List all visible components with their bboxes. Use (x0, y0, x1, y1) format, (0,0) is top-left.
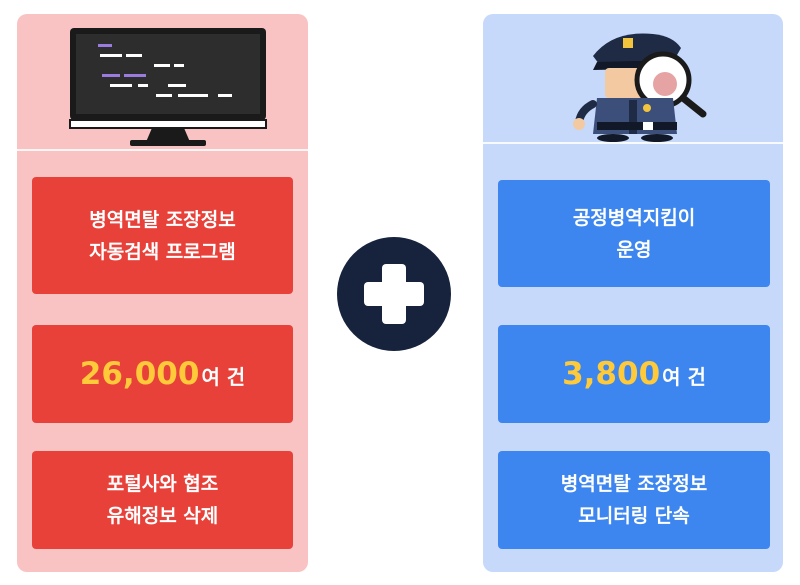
right-count-suffix: 여 건 (662, 364, 706, 389)
right-box1-line2: 운영 (616, 238, 652, 261)
right-count-number: 3,800 (562, 355, 661, 392)
left-box-count: 26,000 여 건 (32, 325, 293, 423)
left-box-auto-search: 병역면탈 조장정보 자동검색 프로그램 (32, 177, 293, 294)
right-panel: 공정병역지킴이 운영 3,800 여 건 병역면탈 조장정보 모니터링 단속 (483, 14, 783, 572)
left-panel: 병역면탈 조장정보 자동검색 프로그램 26,000 여 건 포털사와 협조 유… (17, 14, 308, 572)
right-box-guardian: 공정병역지킴이 운영 (498, 180, 770, 287)
left-box1-line1: 병역면탈 조장정보 (89, 208, 236, 231)
left-box-portal: 포털사와 협조 유해정보 삭제 (32, 451, 293, 549)
right-box-monitoring: 병역면탈 조장정보 모니터링 단속 (498, 451, 770, 549)
right-box3-line1: 병역면탈 조장정보 (560, 473, 708, 495)
left-box3-line2: 유해정보 삭제 (106, 505, 219, 527)
right-box-count: 3,800 여 건 (498, 325, 770, 423)
left-count-number: 26,000 (79, 355, 200, 392)
right-divider (483, 142, 783, 144)
police-detective-icon (573, 33, 707, 142)
left-box1-line2: 자동검색 프로그램 (89, 240, 236, 263)
right-box1-line1: 공정병역지킴이 (572, 206, 696, 229)
left-count-suffix: 여 건 (201, 364, 246, 389)
computer-monitor-icon (69, 28, 267, 146)
left-box3-line1: 포털사와 협조 (106, 473, 219, 495)
left-divider (17, 149, 308, 151)
right-box3-line2: 모니터링 단속 (578, 505, 690, 527)
plus-icon (336, 236, 452, 352)
